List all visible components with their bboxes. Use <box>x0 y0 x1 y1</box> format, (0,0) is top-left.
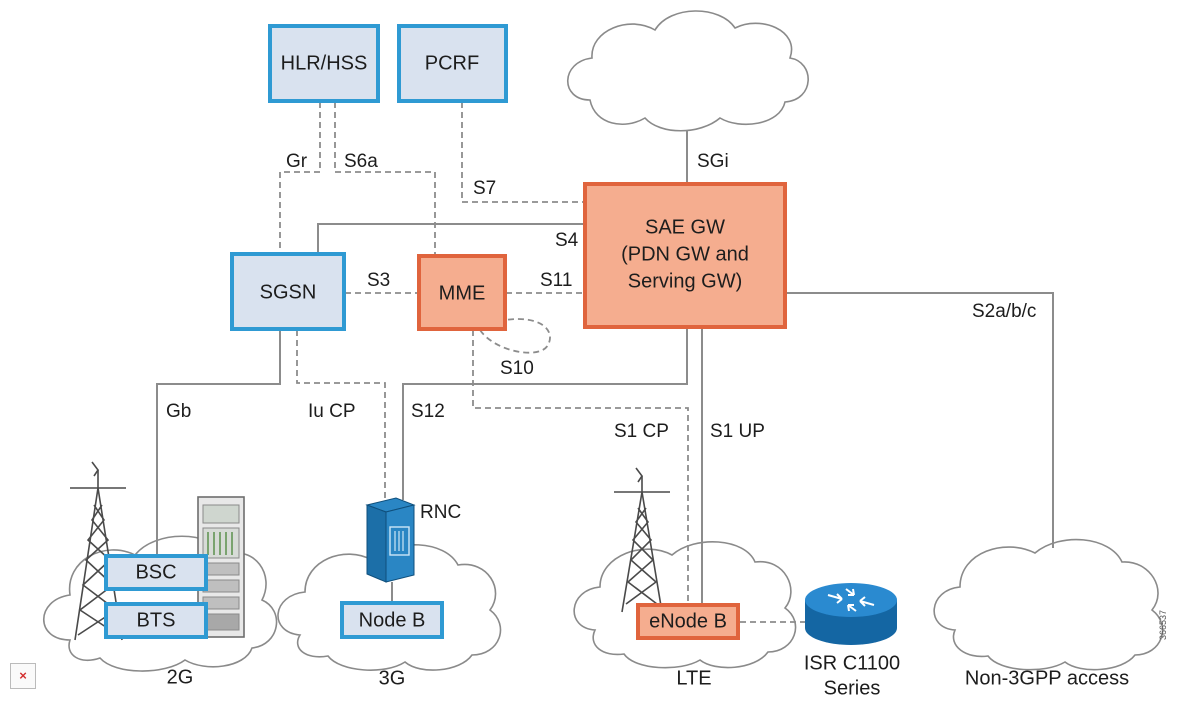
s3-label: S3 <box>367 270 390 291</box>
pcrf-label: PCRF <box>425 52 479 74</box>
iu-cp-label: Iu CP <box>308 401 356 422</box>
s1-up-label: S1 UP <box>710 421 765 442</box>
sgsn-label: SGSN <box>260 281 317 303</box>
sae-gw-label-line1: SAE GW <box>645 216 725 238</box>
s12-label: S12 <box>411 401 445 422</box>
access-label-2g: 2G <box>167 666 194 688</box>
access-label-lte: LTE <box>676 667 711 689</box>
node-b-box: Node B <box>340 601 444 639</box>
bsc-label: BSC <box>135 561 176 583</box>
connection-lines <box>156 102 1054 623</box>
sae-gw-box: SAE GW (PDN GW and Serving GW) <box>583 182 787 329</box>
broken-image-icon: × <box>10 663 36 689</box>
ip-networks-cloud <box>567 10 809 132</box>
s10-label: S10 <box>500 358 534 379</box>
rnc-label: RNC <box>420 502 461 523</box>
s2abc-label: S2a/b/c <box>972 301 1036 322</box>
node-b-label: Node B <box>359 609 426 631</box>
lte-tower-icon <box>614 467 670 613</box>
sae-gw-label-line3: Serving GW) <box>628 270 742 292</box>
bts-box: BTS <box>104 602 208 639</box>
mme-box: MME <box>417 254 507 331</box>
access-label-non-3gpp: Non-3GPP access <box>965 667 1129 689</box>
sgsn-box: SGSN <box>230 252 346 331</box>
mme-label: MME <box>439 282 486 304</box>
s6a-label: S6a <box>344 151 378 172</box>
isr-label-line2: Series <box>824 677 881 699</box>
s1-cp-label: S1 CP <box>614 421 669 442</box>
hlr-hss-box: HLR/HSS <box>268 24 380 103</box>
rnc-cabinet-icon <box>365 497 416 583</box>
isr-label-line1: ISR C1100 <box>804 652 900 674</box>
interface-labels: Gr S6a S7 SGi S4 S3 S11 S10 S2a/b/c Gb I… <box>166 151 1036 442</box>
hlr-hss-label: HLR/HSS <box>281 52 368 74</box>
s7-label: S7 <box>473 178 496 199</box>
bts-label: BTS <box>137 609 176 631</box>
bsc-box: BSC <box>104 554 208 591</box>
pcrf-box: PCRF <box>397 24 508 103</box>
enode-b-label: eNode B <box>649 610 727 632</box>
sgi-label: SGi <box>697 151 729 172</box>
cloud-non-3gpp <box>933 538 1164 671</box>
sae-gw-label-line2: (PDN GW and <box>621 243 749 265</box>
s11-label: S11 <box>540 270 572 291</box>
enode-b-box: eNode B <box>636 603 740 640</box>
s4-label: S4 <box>555 230 579 251</box>
access-label-3g: 3G <box>379 667 406 689</box>
gr-label: Gr <box>286 151 308 172</box>
figure-id: 366537 <box>1158 610 1168 640</box>
gb-label: Gb <box>166 401 191 422</box>
router-icon <box>805 583 897 645</box>
